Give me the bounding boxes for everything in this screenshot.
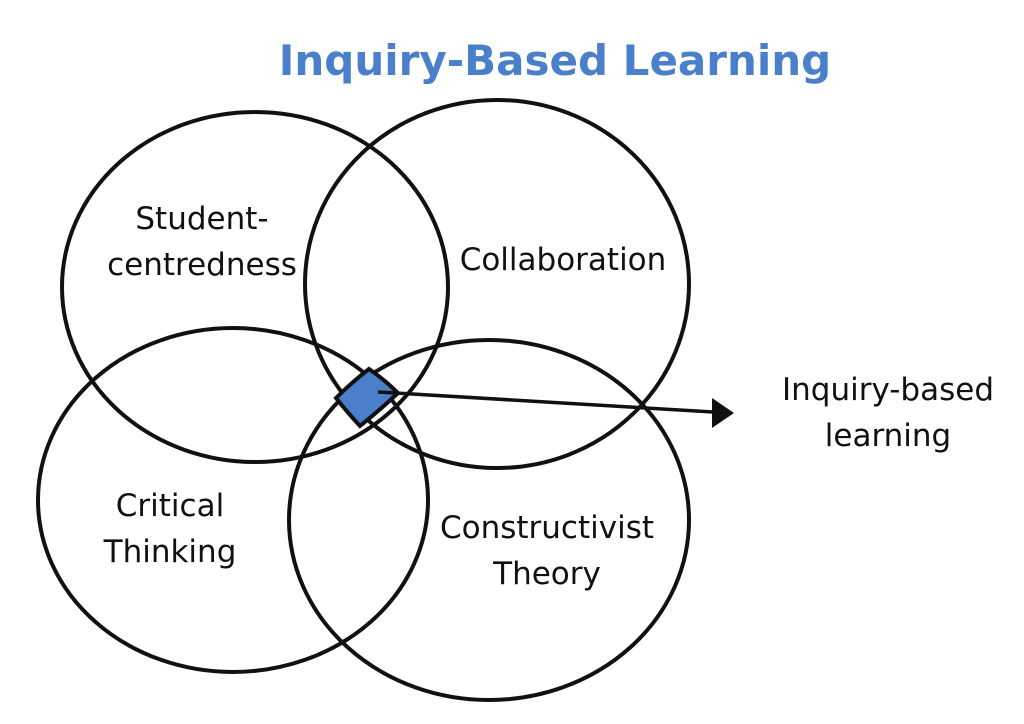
pointer-arrow <box>377 390 731 415</box>
label-line: Thinking <box>103 534 237 570</box>
label-student-centredness: Student- centredness <box>107 196 297 288</box>
label-line: Student- <box>135 201 269 237</box>
label-line: Theory <box>493 556 601 592</box>
circle-student-centredness <box>60 110 450 464</box>
circle-constructivist-theory <box>287 338 691 702</box>
diagram-title: Inquiry-Based Learning <box>278 36 832 85</box>
circle-collaboration <box>303 98 691 470</box>
label-line: Constructivist <box>439 510 655 546</box>
label-constructivist-theory: Constructivist Theory <box>440 505 654 597</box>
intersection-region <box>333 366 401 429</box>
label-critical-thinking: Critical Thinking <box>104 483 237 575</box>
label-collaboration: Collaboration <box>459 242 667 278</box>
label-inquiry-based-learning: Inquiry-based learning <box>782 367 994 459</box>
arrow-head <box>712 398 734 428</box>
label-line: Critical <box>115 488 225 524</box>
circle-critical-thinking <box>36 326 430 674</box>
label-line: Inquiry-based <box>781 372 995 408</box>
label-line: centredness <box>107 247 297 283</box>
label-line: learning <box>824 418 952 454</box>
